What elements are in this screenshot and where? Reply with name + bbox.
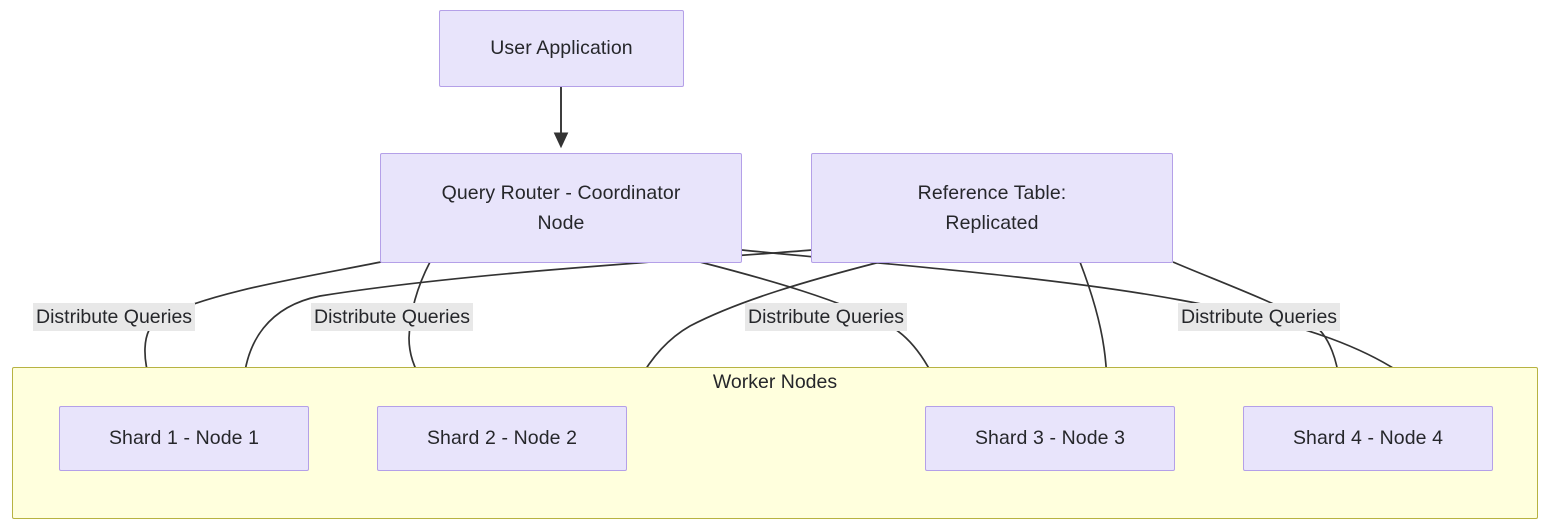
node-shard-2[interactable]: Shard 2 - Node 2 bbox=[377, 406, 627, 471]
node-user-application[interactable]: User Application bbox=[439, 10, 684, 87]
node-reference-table[interactable]: Reference Table: Replicated bbox=[811, 153, 1173, 263]
edge-label-distribute-queries-1: Distribute Queries bbox=[33, 303, 196, 332]
edge-label-distribute-queries-2: Distribute Queries bbox=[311, 303, 474, 332]
node-query-router[interactable]: Query Router - Coordinator Node bbox=[380, 153, 742, 263]
edge-label-distribute-queries-3: Distribute Queries bbox=[745, 303, 908, 332]
node-shard-3[interactable]: Shard 3 - Node 3 bbox=[925, 406, 1175, 471]
node-shard-4[interactable]: Shard 4 - Node 4 bbox=[1243, 406, 1493, 471]
edge-reference-table-to-shard-2 bbox=[631, 261, 881, 396]
edge-label-distribute-queries-4: Distribute Queries bbox=[1178, 303, 1341, 332]
node-shard-1[interactable]: Shard 1 - Node 1 bbox=[59, 406, 309, 471]
